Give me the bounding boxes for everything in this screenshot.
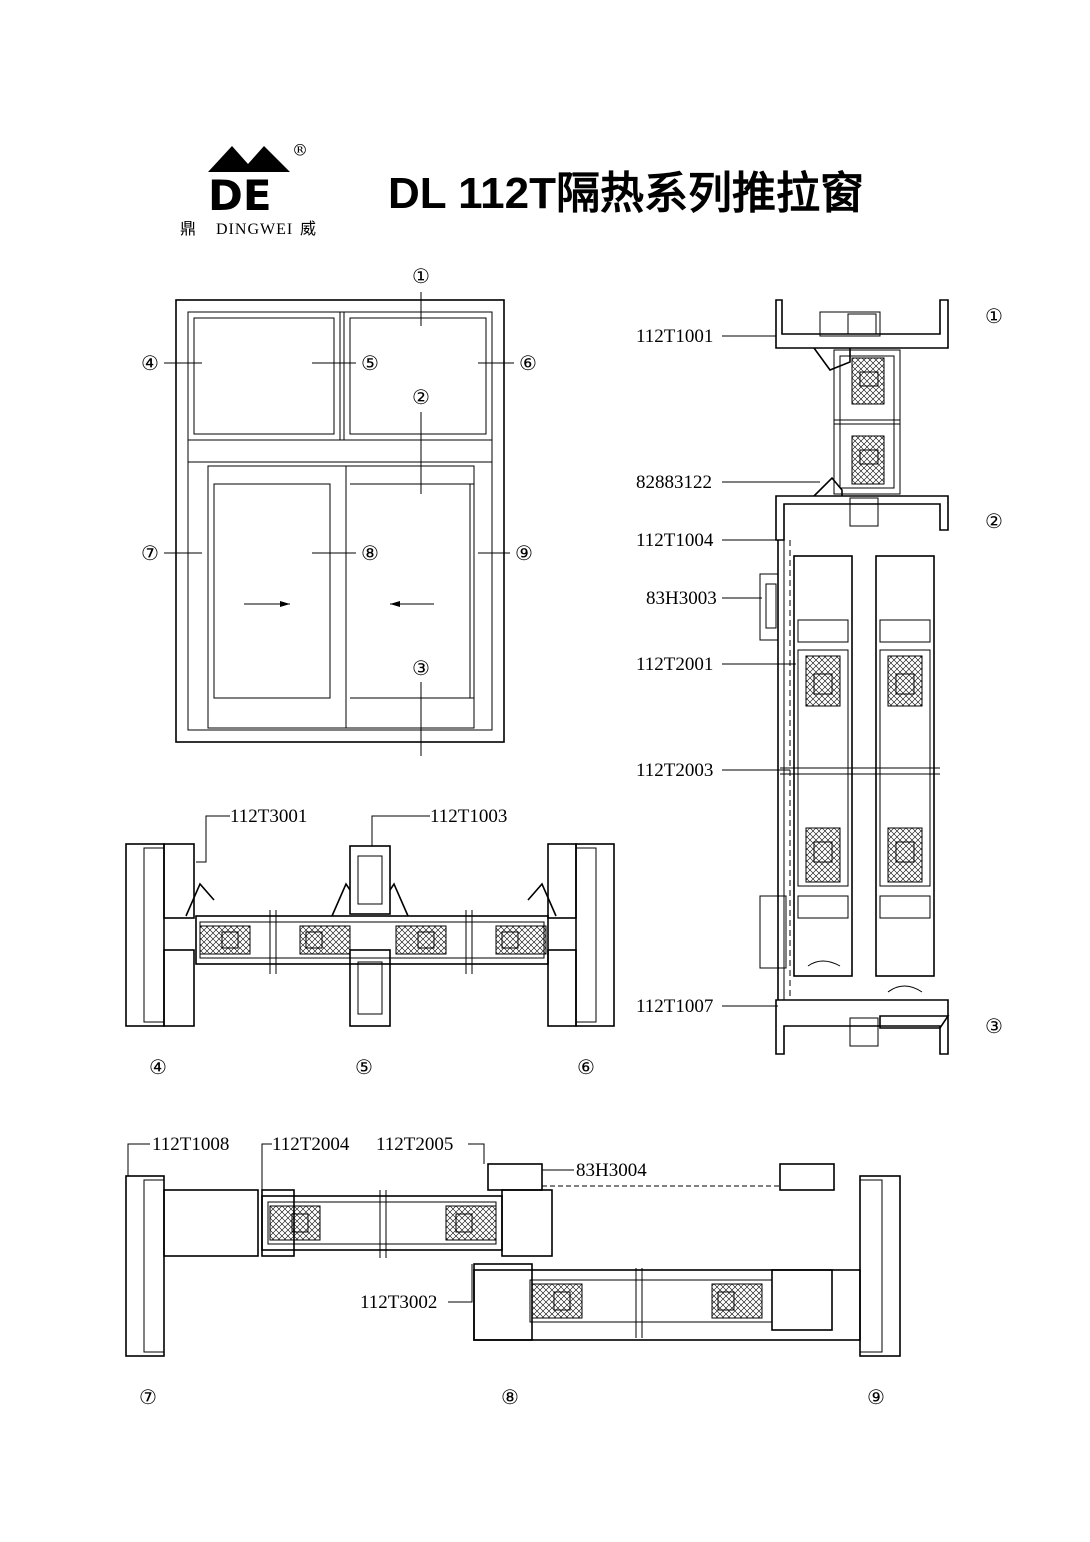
label-112T1003: 112T1003	[430, 806, 507, 827]
marker-9: ⑨	[515, 541, 533, 565]
transom-section-labels: 112T3001 112T1003 ④ ⑤ ⑥	[149, 806, 595, 1079]
marker-6: ⑥	[519, 351, 537, 375]
vertical-section-drawing	[759, 299, 950, 1055]
ssec-marker-8: ⑧	[501, 1385, 519, 1409]
ssec-marker-9: ⑨	[867, 1385, 885, 1409]
vsec-marker-1: ①	[985, 304, 1003, 328]
label-82883122: 82883122	[636, 472, 712, 493]
logo-letters: DE	[208, 171, 272, 220]
label-83H3004: 83H3004	[576, 1160, 647, 1181]
marker-1: ①	[412, 264, 430, 288]
label-112T2003: 112T2003	[636, 760, 713, 781]
page-title: DL 112T隔热系列推拉窗	[388, 169, 864, 218]
vertical-section-labels: 112T1001 82883122 112T1004 83H3003 112T2…	[636, 304, 1003, 1038]
label-112T1001: 112T1001	[636, 326, 713, 347]
label-83H3003: 83H3003	[646, 588, 717, 609]
vsec-marker-2: ②	[985, 509, 1003, 533]
label-112T3001: 112T3001	[230, 806, 307, 827]
label-112T2005: 112T2005	[376, 1134, 453, 1155]
label-112T1004: 112T1004	[636, 530, 714, 551]
logo-caption-left: 鼎	[180, 220, 197, 238]
label-112T2001: 112T2001	[636, 654, 713, 675]
vsec-marker-3: ③	[985, 1014, 1003, 1038]
tsec-marker-5: ⑤	[355, 1055, 373, 1079]
logo-caption-mid: DINGWEI	[216, 221, 293, 238]
tsec-marker-4: ④	[149, 1055, 167, 1079]
company-logo: DE ® 鼎 DINGWEI 威	[180, 141, 317, 239]
sash-section-labels: 112T1008 112T2004 112T2005 83H3004 112T3…	[139, 1134, 885, 1409]
logo-caption-right: 威	[300, 220, 317, 238]
sash-section-leaders	[127, 1143, 574, 1303]
transom-section-leaders	[196, 815, 430, 863]
elevation-markers: ① ② ③ ④ ⑤ ⑥ ⑦ ⑧ ⑨	[141, 264, 537, 680]
sash-section-drawing	[125, 1163, 901, 1357]
window-elevation	[164, 292, 514, 756]
transom-section-drawing	[125, 843, 615, 1027]
marker-8: ⑧	[361, 541, 379, 565]
label-112T1008: 112T1008	[152, 1134, 229, 1155]
marker-3: ③	[412, 656, 430, 680]
label-112T1007: 112T1007	[636, 996, 713, 1017]
vertical-section-leaders	[722, 335, 820, 1007]
marker-7: ⑦	[141, 541, 159, 565]
marker-2: ②	[412, 385, 430, 409]
tsec-marker-6: ⑥	[577, 1055, 595, 1079]
marker-5: ⑤	[361, 351, 379, 375]
label-112T2004: 112T2004	[272, 1134, 350, 1155]
ssec-marker-7: ⑦	[139, 1385, 157, 1409]
label-112T3002: 112T3002	[360, 1292, 437, 1313]
registered-mark: ®	[292, 141, 308, 160]
marker-4: ④	[141, 351, 159, 375]
